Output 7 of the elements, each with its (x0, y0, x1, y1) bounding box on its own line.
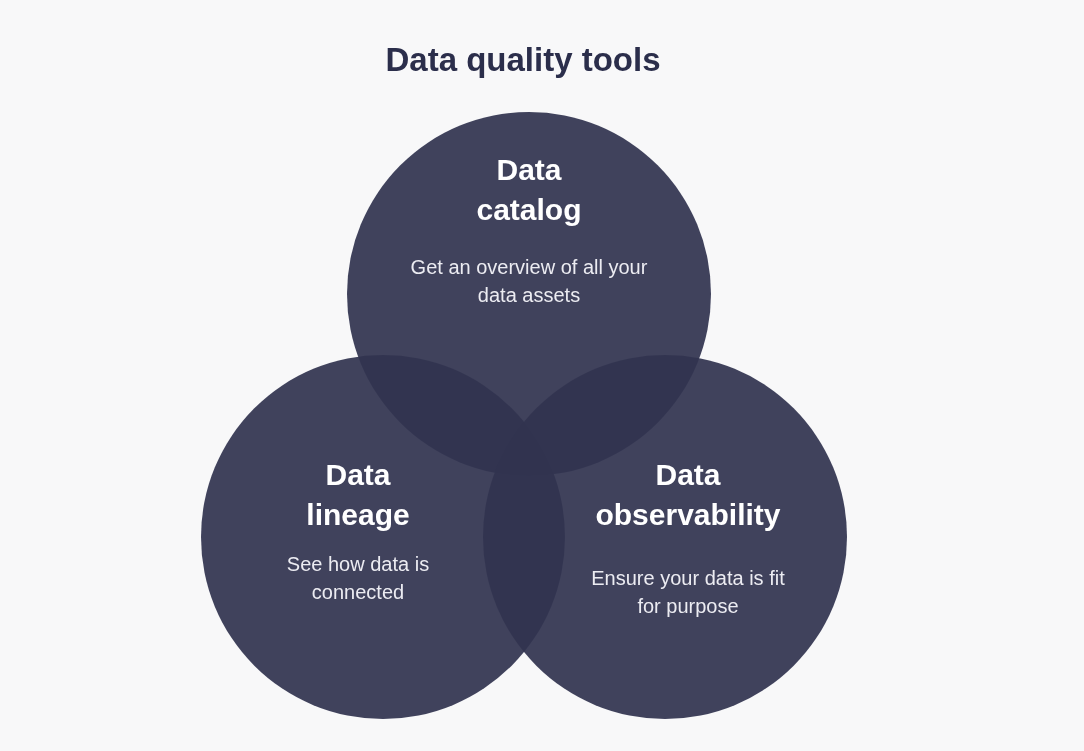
diagram-title: Data quality tools (385, 40, 661, 80)
circle-heading: Data lineage (306, 457, 410, 533)
circle-heading: Data catalog (476, 152, 582, 228)
circle-description: Get an overview of all your data assets (409, 255, 649, 308)
circle-heading: Data observability (595, 457, 781, 533)
circle-description: See how data is connected (285, 552, 431, 605)
circle-description: Ensure your data is fit for purpose (590, 566, 786, 619)
